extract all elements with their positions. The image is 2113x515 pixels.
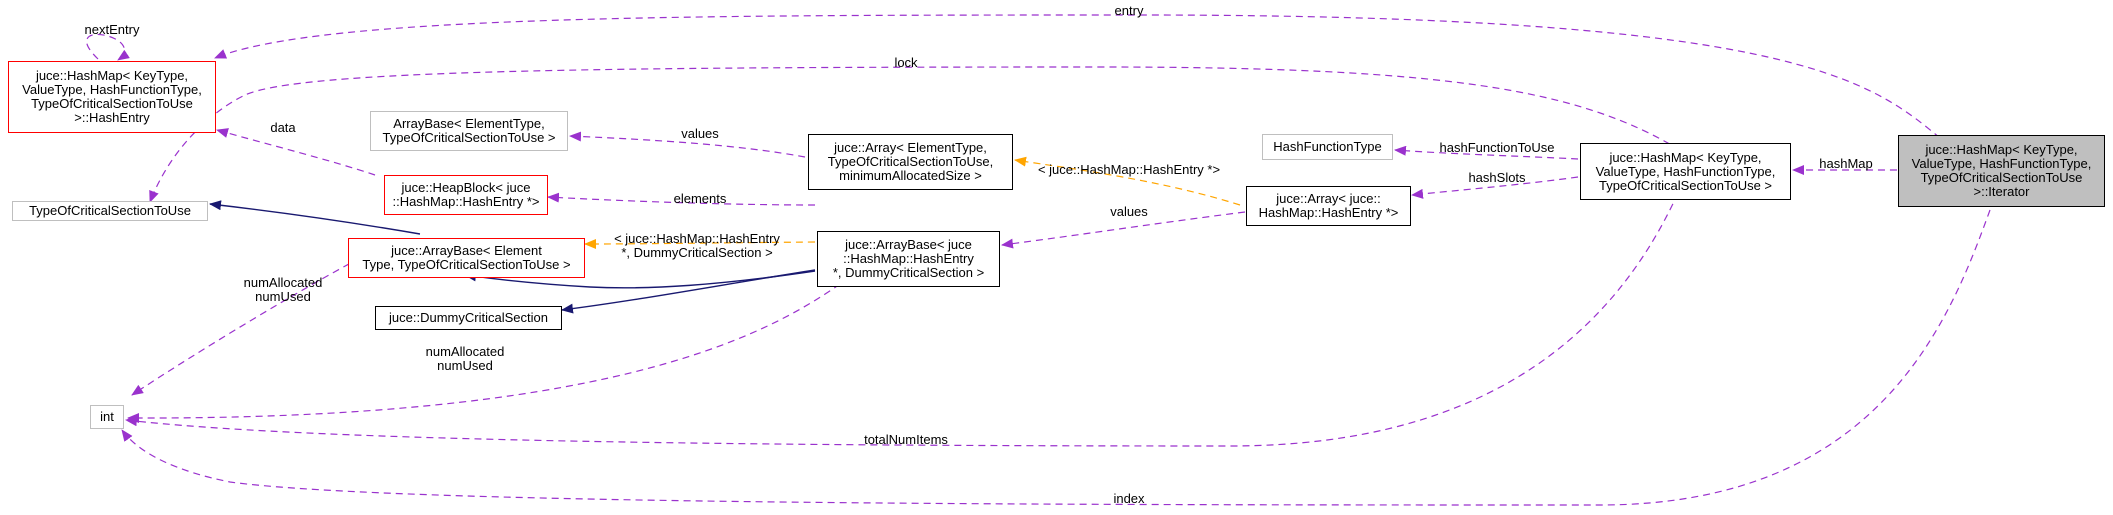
node-arraybase-cs[interactable]: juce::ArrayBase< Element Type, TypeOfCri… <box>348 238 585 278</box>
edge-hashFunctionToUse <box>1394 145 1579 160</box>
node-hashfunctiontype: HashFunctionType <box>1262 134 1393 160</box>
label-template-hashentry: < juce::HashMap::HashEntry *> <box>1037 162 1221 177</box>
label-totalNumItems: totalNumItems <box>864 432 948 447</box>
label-template-dummy: < juce::HashMap::HashEntry *, DummyCriti… <box>614 231 780 260</box>
edge-template-dummy <box>584 238 816 249</box>
label-elements: elements <box>673 191 727 206</box>
label-index: index <box>1113 491 1145 506</box>
node-heapblock[interactable]: juce::HeapBlock< juce ::HashMap::HashEnt… <box>384 175 548 215</box>
label-numAllocated-left: numAllocated numUsed <box>243 275 323 304</box>
node-array-hashentry[interactable]: juce::Array< juce:: HashMap::HashEntry *… <box>1246 186 1411 226</box>
edge-nextEntry <box>86 33 130 61</box>
label-hashMap: hashMap <box>1819 156 1873 171</box>
label-data: data <box>270 120 296 135</box>
node-hashentry[interactable]: juce::HashMap< KeyType, ValueType, HashF… <box>8 61 216 133</box>
label-nextEntry: nextEntry <box>84 22 140 37</box>
edge-lock <box>149 66 1681 203</box>
edge-hashSlots <box>1411 176 1579 199</box>
edge-inherit-arraybase <box>464 270 816 289</box>
node-arraybase-hashentry[interactable]: juce::ArrayBase< juce ::HashMap::HashEnt… <box>817 231 1000 287</box>
node-array-generic[interactable]: juce::Array< ElementType, TypeOfCritical… <box>808 134 1013 190</box>
edge-numAllocated-mid <box>127 283 841 424</box>
edge-index <box>121 209 1991 506</box>
edge-inherit-dummy <box>561 269 816 314</box>
node-dummycriticalsection[interactable]: juce::DummyCriticalSection <box>375 306 562 330</box>
node-arraybase-generic: ArrayBase< ElementType, TypeOfCriticalSe… <box>370 111 568 151</box>
label-hashSlots: hashSlots <box>1468 170 1526 185</box>
label-numAllocated-mid: numAllocated numUsed <box>425 344 505 373</box>
node-iterator: juce::HashMap< KeyType, ValueType, HashF… <box>1898 135 2105 207</box>
node-hashmap[interactable]: juce::HashMap< KeyType, ValueType, HashF… <box>1580 143 1791 200</box>
edge-values-top <box>569 131 806 158</box>
edge-entry <box>214 14 1941 139</box>
edge-data <box>216 128 376 176</box>
edge-numAllocated-left <box>131 257 361 396</box>
node-int: int <box>90 405 124 429</box>
edge-totalNumItems <box>125 192 1679 447</box>
label-entry: entry <box>1114 3 1144 18</box>
label-lock: lock <box>894 55 918 70</box>
label-values-top: values <box>681 126 719 141</box>
edge-inherit-typeofcs <box>209 200 421 235</box>
label-hashFunctionToUse: hashFunctionToUse <box>1439 140 1555 155</box>
edge-elements <box>547 192 816 206</box>
edge-values-mid <box>1001 211 1246 249</box>
edge-template-hashentry <box>1014 156 1241 206</box>
label-values-mid: values <box>1110 204 1148 219</box>
node-typeofcriticalsection: TypeOfCriticalSectionToUse <box>12 201 208 221</box>
